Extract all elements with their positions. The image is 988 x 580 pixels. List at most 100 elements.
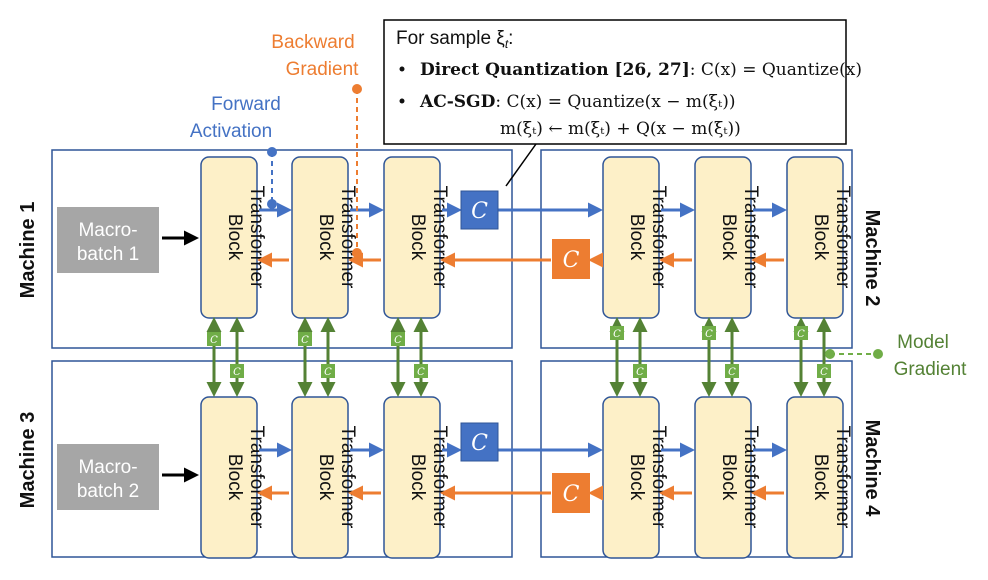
svg-text:C: C — [417, 367, 425, 378]
backward-arrows — [257, 252, 784, 501]
compress-small: C — [702, 326, 716, 340]
compress-small: C — [725, 364, 739, 378]
compress-backward-bottom: C — [552, 473, 590, 513]
block-label-line2: Block — [718, 454, 739, 501]
svg-text:TransformerBlock: TransformerBlock — [810, 186, 853, 289]
block-label-line1: Transformer — [832, 426, 853, 529]
compress-small: C — [794, 326, 808, 340]
compress-small: C — [633, 364, 647, 378]
svg-text:C: C — [394, 335, 402, 346]
transformer-blocks: TransformerBlock TransformerBlock Transf… — [200, 156, 853, 559]
transformer-block: TransformerBlock — [694, 396, 761, 559]
forward-activation-label-1: Forward — [211, 94, 281, 115]
compress-forward-bottom: C — [460, 422, 499, 462]
transformer-block: TransformerBlock — [602, 156, 669, 319]
callout-line-3: m(ξₜ) ← m(ξₜ) + Q(x − m(ξₜ)) — [500, 119, 741, 139]
compress-forward-top: C — [460, 190, 499, 230]
model-gradient-compress-boxes: C C C C C C C C C C C C — [207, 326, 831, 378]
block-label-line1: Transformer — [740, 426, 761, 529]
block-label-line1: Transformer — [832, 186, 853, 289]
model-gradient-arrows — [206, 317, 832, 397]
block-label-line2: Block — [626, 214, 647, 261]
block-label-line1: Transformer — [429, 186, 450, 289]
transformer-block: TransformerBlock — [383, 156, 450, 319]
transformer-block: TransformerBlock — [291, 156, 358, 319]
compress-label: C — [471, 199, 488, 224]
svg-text:C: C — [233, 367, 241, 378]
model-gradient-label-2: Gradient — [894, 359, 968, 380]
transformer-block: TransformerBlock — [291, 396, 358, 559]
machine-1-frame — [51, 149, 513, 349]
machine-4-label: Machine 4 — [861, 420, 883, 518]
block-label-line1: Transformer — [246, 186, 267, 289]
block-label-line2: Block — [315, 214, 336, 261]
callout-line-2: AC-SGD: C(x) = Quantize(x − m(ξₜ)) — [419, 92, 735, 112]
block-label-line1: Transformer — [337, 426, 358, 529]
svg-text:C: C — [705, 329, 713, 340]
transformer-block: TransformerBlock — [200, 156, 267, 319]
compress-backward-top: C — [552, 239, 590, 279]
svg-text:C: C — [728, 367, 736, 378]
callout-line-1: Direct Quantization [26, 27]: C(x) = Qua… — [420, 60, 862, 80]
block-label-line2: Block — [315, 454, 336, 501]
block-label-line1: Transformer — [648, 186, 669, 289]
transformer-block: TransformerBlock — [786, 156, 853, 319]
block-label-line2: Block — [407, 454, 428, 501]
forward-activation-label-2: Activation — [190, 121, 272, 142]
svg-text:C: C — [324, 367, 332, 378]
backward-gradient-label-2: Gradient — [286, 59, 360, 80]
block-label-line2: Block — [718, 214, 739, 261]
machine-frames — [51, 149, 853, 558]
transformer-block: TransformerBlock — [383, 396, 450, 559]
block-label-line1: Transformer — [246, 426, 267, 529]
block-label-line1: Transformer — [740, 186, 761, 289]
machine-2-frame — [540, 149, 853, 349]
svg-text:C: C — [210, 335, 218, 346]
compress-small: C — [610, 326, 624, 340]
svg-text:TransformerBlock: TransformerBlock — [810, 426, 853, 529]
compress-label: C — [563, 482, 580, 507]
svg-text:TransformerBlock: TransformerBlock — [224, 426, 267, 529]
block-label-line2: Block — [224, 454, 245, 501]
svg-text:C: C — [301, 335, 309, 346]
block-label-line2: Block — [407, 214, 428, 261]
transformer-block: TransformerBlock — [200, 396, 267, 559]
compress-small: C — [414, 364, 428, 378]
compress-small: C — [391, 332, 405, 346]
svg-text:C: C — [636, 367, 644, 378]
compress-small: C — [207, 332, 221, 346]
compress-label: C — [471, 431, 488, 456]
svg-text:C: C — [613, 329, 621, 340]
backward-gradient-pointer — [352, 84, 362, 258]
block-label-line2: Block — [810, 454, 831, 501]
machine-3-frame — [51, 360, 513, 558]
macrobatch-2-line2: batch 2 — [77, 481, 139, 502]
compress-small: C — [230, 364, 244, 378]
block-label-line2: Block — [810, 214, 831, 261]
svg-text:C: C — [820, 367, 828, 378]
compress-label: C — [563, 248, 580, 273]
macrobatch-2-line1: Macro- — [78, 457, 137, 478]
transformer-block: TransformerBlock — [694, 156, 761, 319]
machine-2-label: Machine 2 — [861, 210, 883, 307]
block-label-line2: Block — [626, 454, 647, 501]
block-label-line1: Transformer — [648, 426, 669, 529]
compress-small: C — [817, 364, 831, 378]
transformer-block: TransformerBlock — [602, 396, 669, 559]
callout-heading: For sample ξt: — [396, 28, 513, 51]
backward-gradient-label-1: Backward — [271, 32, 354, 53]
model-gradient-pointer — [825, 349, 883, 359]
transformer-block: TransformerBlock — [786, 396, 853, 559]
machine-1-label: Machine 1 — [17, 202, 39, 299]
block-label-line1: Transformer — [429, 426, 450, 529]
svg-text:C: C — [797, 329, 805, 340]
machine-3-label: Machine 3 — [17, 412, 39, 509]
forward-arrows — [259, 202, 787, 458]
macrobatch-1-line2: batch 1 — [77, 244, 139, 265]
block-label-line1: Transformer — [337, 186, 358, 289]
compress-small: C — [298, 332, 312, 346]
macrobatch-1-line1: Macro- — [78, 220, 137, 241]
block-label-line2: Block — [224, 214, 245, 261]
machine-4-frame — [540, 360, 853, 558]
